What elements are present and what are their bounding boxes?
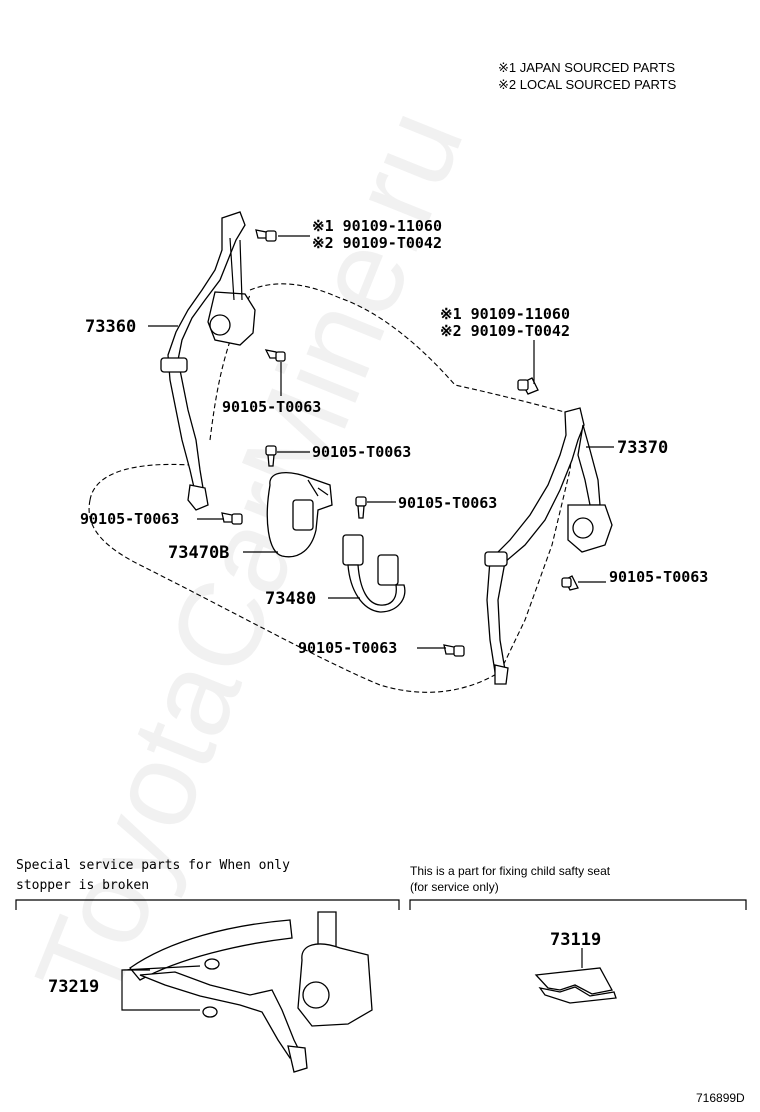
label-bolt-a: 90105-T0063 [222,398,321,416]
label-bolt-b: 90105-T0063 [312,443,411,461]
child-seat-bracket-73119[interactable] [534,967,617,1004]
label-bolt-f: 90105-T0063 [609,568,708,586]
label-73370: 73370 [617,438,668,458]
special-service-line2: stopper is broken [16,878,149,893]
label-73480: 73480 [265,589,316,609]
bolt-b[interactable] [265,445,277,467]
label-73470b: 73470B [168,543,229,563]
label-bolt-top-left-1: ※1 90109-11060 [312,217,442,235]
seat-belt-left-73360[interactable] [160,211,256,511]
label-73119: 73119 [550,930,601,950]
bolt-a[interactable] [264,349,286,362]
label-bolt-top-right-1: ※1 90109-11060 [440,305,570,323]
special-section-bracket [15,899,400,910]
figure-id: 716899D [696,1091,745,1105]
label-bolt-e: 90105-T0063 [298,639,397,657]
leader-73219 [121,965,201,1011]
label-73360: 73360 [85,317,136,337]
buckle-73470b[interactable] [266,472,333,558]
label-bolt-top-left-2: ※2 90109-T0042 [312,234,442,252]
child-seat-line2: (for service only) [410,880,499,894]
stopper-illustration[interactable] [129,911,373,1073]
label-bolt-d: 90105-T0063 [80,510,179,528]
label-73219: 73219 [48,977,99,997]
label-bolt-c: 90105-T0063 [398,494,497,512]
bolt-d[interactable] [221,512,243,525]
seat-belt-right-73370[interactable] [484,407,613,685]
bolt-top-right[interactable] [517,377,539,395]
note-japan-sourced: ※1 JAPAN SOURCED PARTS [498,60,675,75]
buckle-73480[interactable] [342,534,406,613]
child-section-bracket [409,899,747,910]
bolt-f[interactable] [561,575,579,591]
label-bolt-top-right-2: ※2 90109-T0042 [440,322,570,340]
note-local-sourced: ※2 LOCAL SOURCED PARTS [498,77,677,92]
special-service-line1: Special service parts for When only [16,858,290,873]
bolt-top-left[interactable] [255,229,277,242]
bolt-e[interactable] [443,644,465,657]
child-seat-line1: This is a part for fixing child safty se… [410,864,611,878]
bolt-c[interactable] [355,496,367,519]
